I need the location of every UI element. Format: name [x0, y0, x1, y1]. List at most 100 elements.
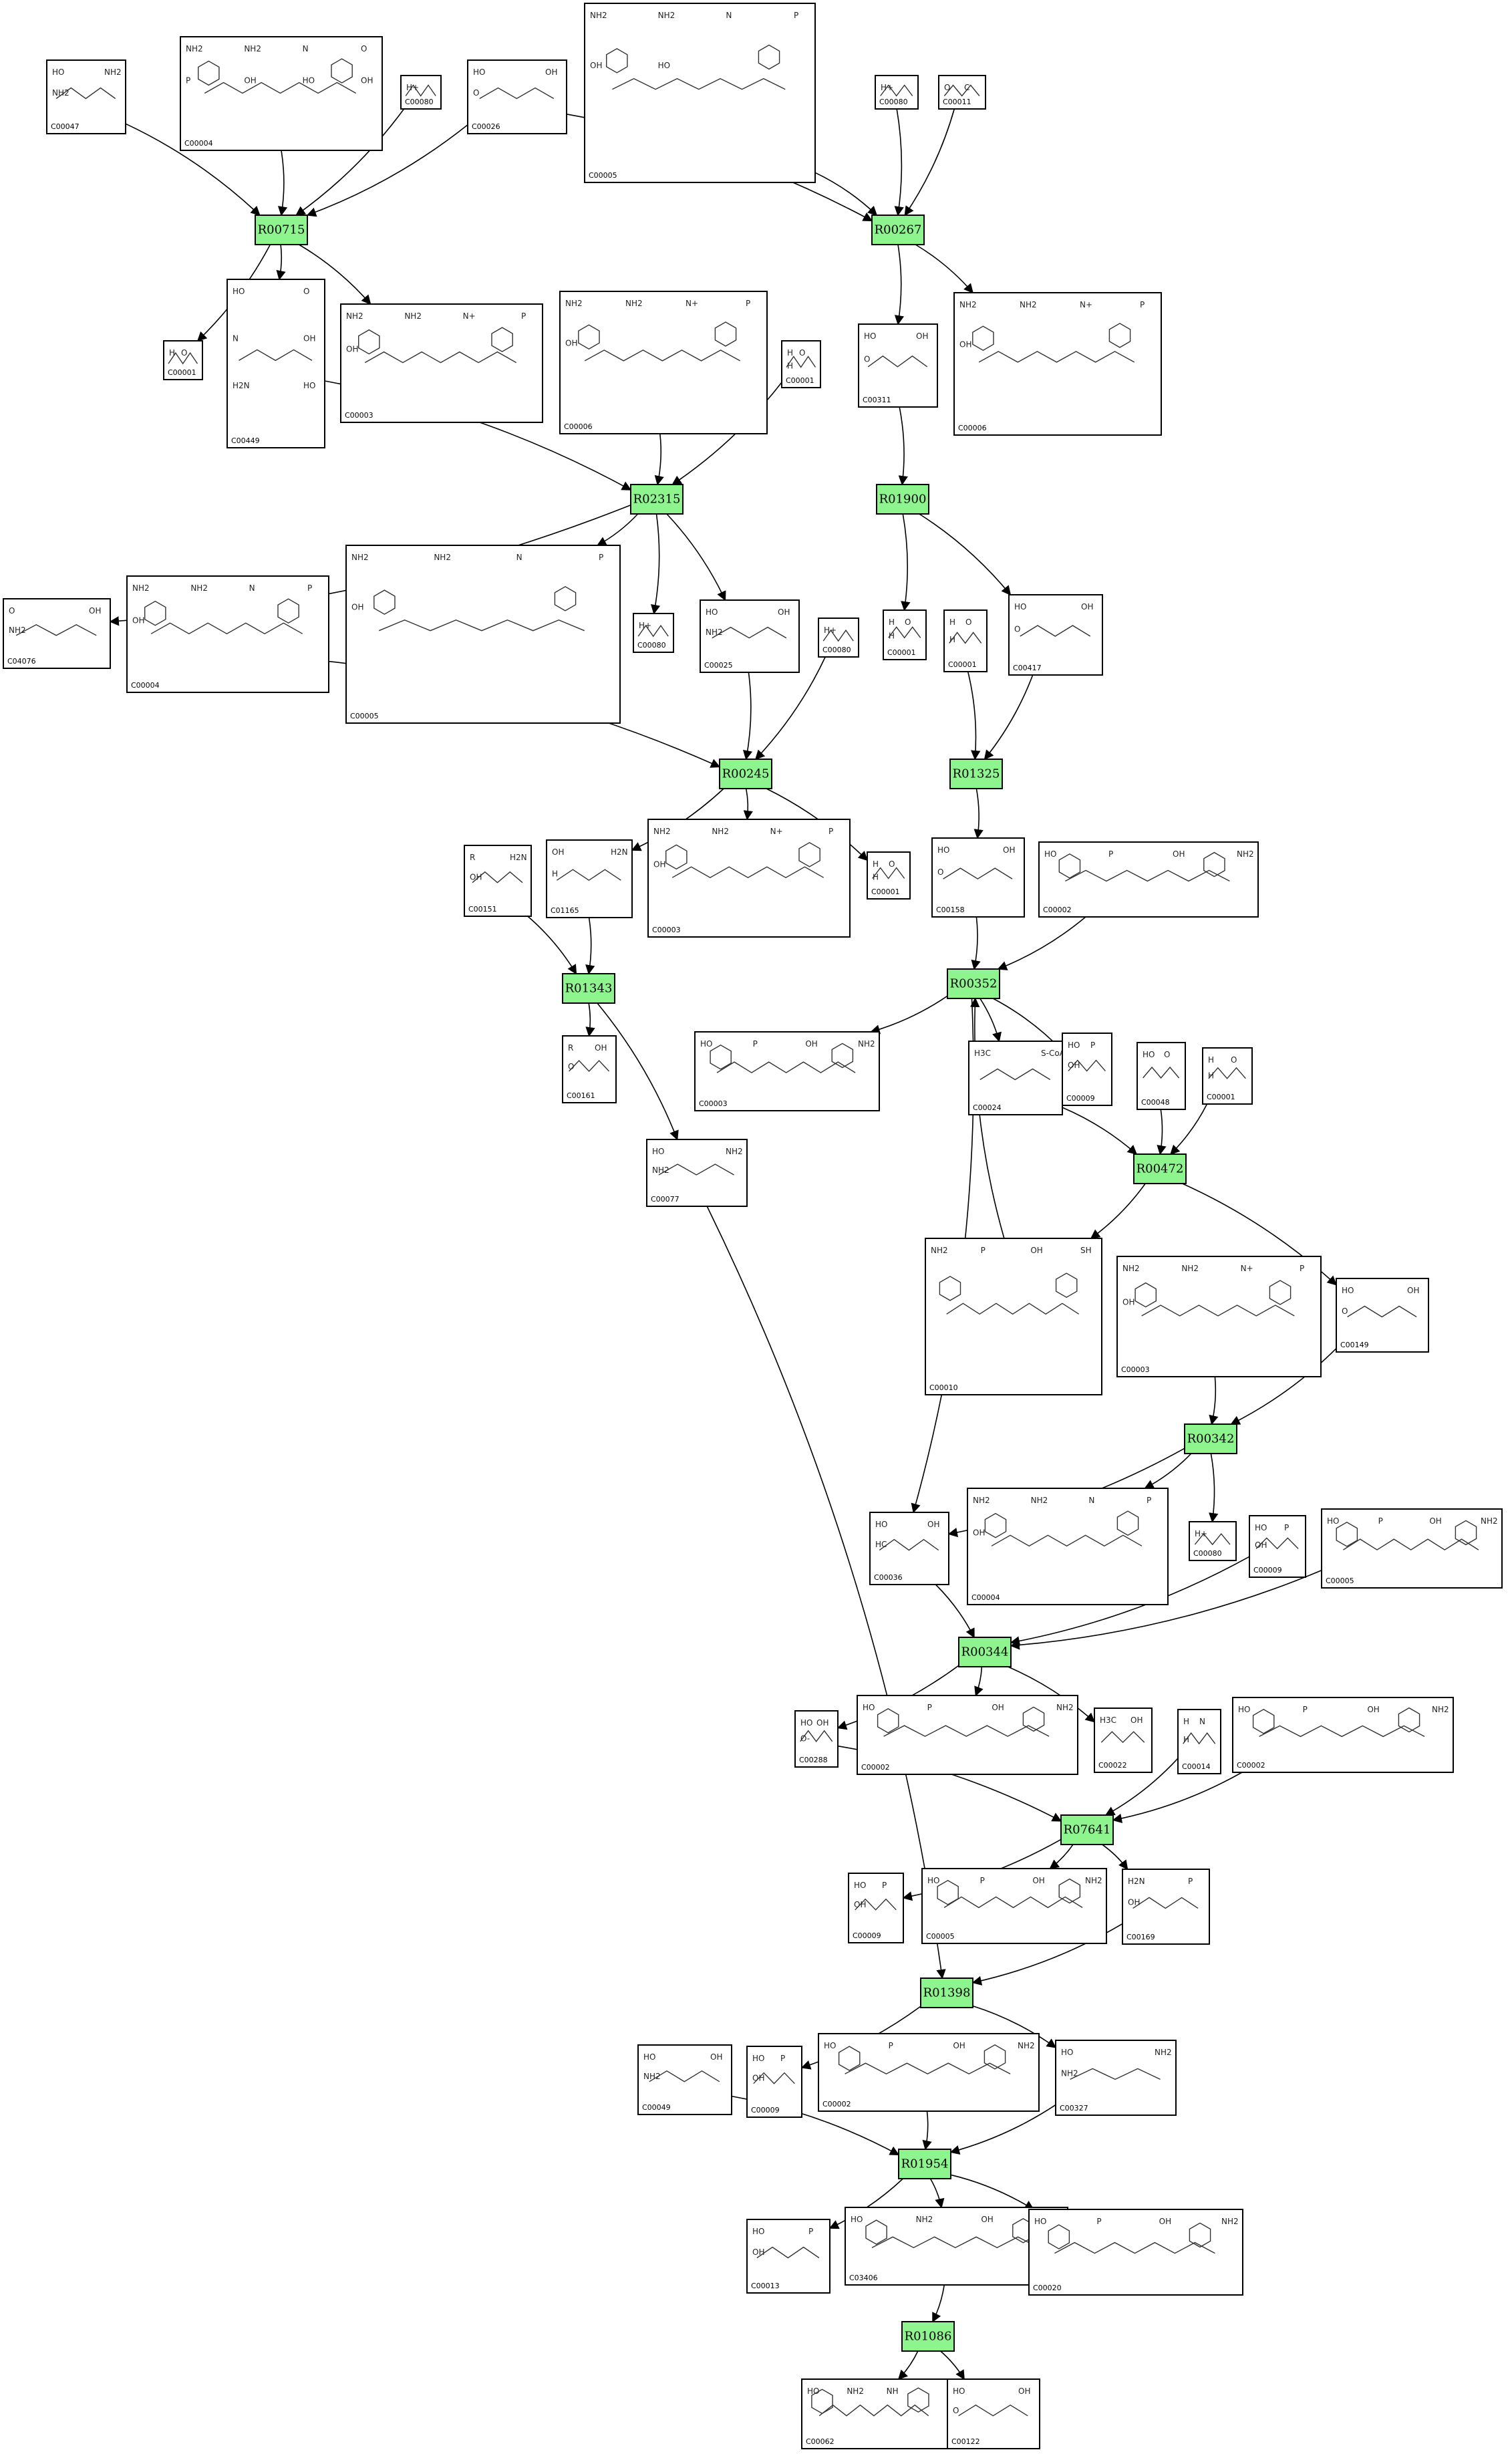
atom-label: NH2	[1481, 1516, 1498, 1526]
reaction-edge	[984, 674, 1034, 761]
reaction-node[interactable]: R00342	[1184, 1423, 1237, 1454]
atom-label: NH2	[643, 2072, 661, 2081]
atom-label: P	[521, 311, 526, 321]
reaction-node[interactable]: R00267	[871, 215, 925, 245]
reaction-edge	[894, 108, 904, 217]
atom-label: NH2	[1237, 849, 1254, 859]
compound-node[interactable]: H+C00080	[818, 618, 859, 658]
reaction-node[interactable]: R07641	[1060, 1814, 1114, 1845]
atom-label: HO	[937, 845, 949, 855]
reaction-id: R00267	[875, 223, 922, 237]
reaction-edge	[1157, 1109, 1167, 1155]
compound-id: C00003	[345, 411, 373, 420]
compound-node[interactable]: H+C00080	[633, 613, 674, 653]
reaction-node[interactable]: R00715	[255, 215, 308, 245]
atom-label: OH	[1173, 849, 1185, 859]
reaction-node[interactable]: R01398	[920, 1978, 973, 2008]
compound-node[interactable]: H+C00080	[875, 75, 919, 110]
reaction-node[interactable]: R01900	[876, 484, 929, 515]
compound-id: C00003	[652, 926, 681, 934]
bond-chain	[867, 355, 928, 368]
atom-label: H	[787, 362, 793, 371]
reaction-id: R01900	[879, 493, 927, 507]
compound-id: C00417	[1013, 664, 1042, 672]
atom-label: OH	[752, 2074, 764, 2083]
bond-chain	[949, 632, 982, 644]
reaction-edge	[1008, 1666, 1096, 1723]
reaction-node[interactable]: R00352	[947, 968, 1000, 999]
reaction-node[interactable]: R01954	[898, 2149, 951, 2179]
ring	[865, 2219, 887, 2245]
reaction-node[interactable]: R01325	[949, 759, 1003, 789]
atom-label: HO	[1044, 849, 1056, 859]
atom-label: OH	[470, 873, 482, 882]
reaction-node[interactable]: R00472	[1133, 1153, 1187, 1184]
reaction-node[interactable]: R01086	[901, 2321, 955, 2352]
reaction-node[interactable]: R01343	[562, 973, 615, 1004]
atom-label: HO	[706, 607, 718, 617]
reaction-node[interactable]: R00344	[958, 1637, 1012, 1667]
reaction-node[interactable]: R02315	[630, 484, 684, 515]
compound-node[interactable]: H+C00080	[1189, 1521, 1237, 1561]
compound-id: C00001	[168, 368, 196, 377]
compound-node[interactable]: H+C00080	[400, 75, 442, 110]
reaction-node[interactable]: R00245	[719, 759, 772, 789]
atom-label: H2N	[510, 853, 527, 862]
